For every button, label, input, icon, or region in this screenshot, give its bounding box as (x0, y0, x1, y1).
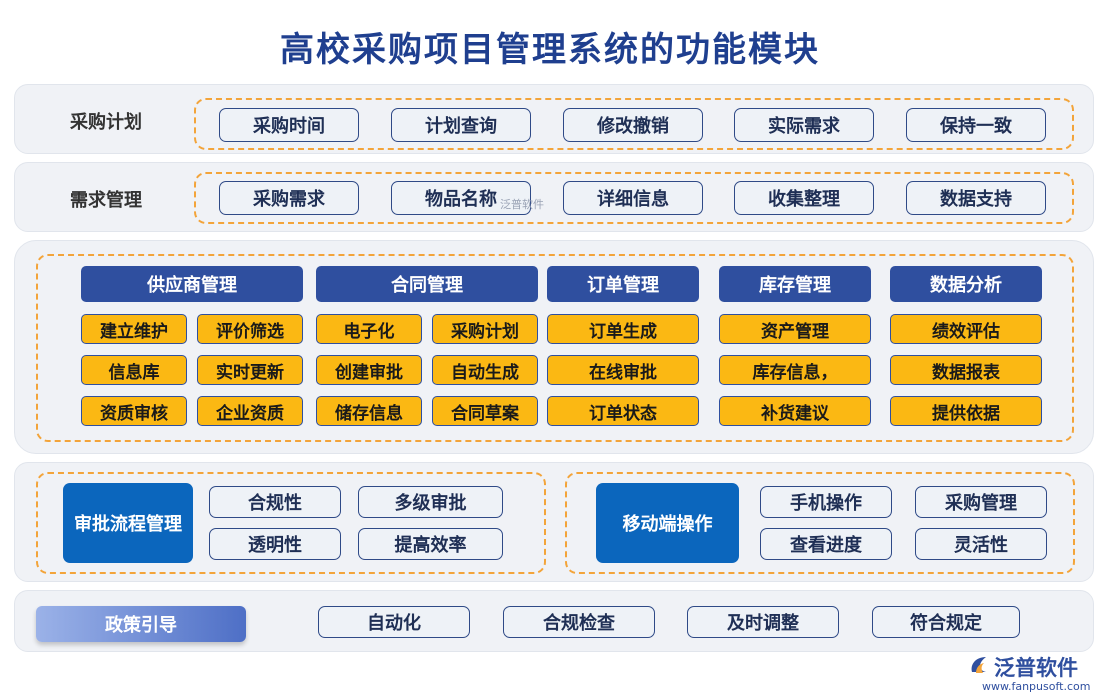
plan-frame (194, 98, 1074, 150)
demand-frame (194, 172, 1074, 224)
plan-item: 计划查询 (391, 108, 531, 142)
module-cell: 自动生成 (432, 355, 538, 385)
policy-item: 符合规定 (872, 606, 1020, 638)
approval-item: 合规性 (209, 486, 341, 518)
module-cell: 订单状态 (547, 396, 699, 426)
approval-frame (36, 472, 546, 574)
brand-logo-url: www.fanpusoft.com (982, 680, 1091, 693)
mobile-frame (565, 472, 1075, 574)
brand-logo-name: 泛普软件 (994, 656, 1078, 680)
module-cell: 资质审核 (81, 396, 187, 426)
plan-item: 修改撤销 (563, 108, 703, 142)
approval-label: 审批流程管理 (63, 483, 193, 563)
approval-item: 多级审批 (358, 486, 503, 518)
mobile-item: 手机操作 (760, 486, 892, 518)
policy-item: 及时调整 (687, 606, 839, 638)
module-head-supplier: 供应商管理 (81, 266, 303, 302)
demand-item: 详细信息 (563, 181, 703, 215)
module-cell: 采购计划 (432, 314, 538, 344)
module-cell: 实时更新 (197, 355, 303, 385)
module-head-inventory: 库存管理 (719, 266, 871, 302)
module-cell: 在线审批 (547, 355, 699, 385)
mobile-label: 移动端操作 (596, 483, 739, 563)
watermark: 泛普软件 (500, 198, 544, 211)
module-head-analysis: 数据分析 (890, 266, 1042, 302)
module-cell: 评价筛选 (197, 314, 303, 344)
demand-item: 收集整理 (734, 181, 874, 215)
plan-item: 采购时间 (219, 108, 359, 142)
demand-item: 物品名称 (391, 181, 531, 215)
module-cell: 创建审批 (316, 355, 422, 385)
demand-item: 采购需求 (219, 181, 359, 215)
mobile-item: 采购管理 (915, 486, 1047, 518)
module-cell: 数据报表 (890, 355, 1042, 385)
demand-item: 数据支持 (906, 181, 1046, 215)
approval-item: 提高效率 (358, 528, 503, 560)
module-cell: 储存信息 (316, 396, 422, 426)
module-cell: 信息库 (81, 355, 187, 385)
brand-logo-icon (971, 657, 986, 673)
module-cell: 合同草案 (432, 396, 538, 426)
policy-label: 政策引导 (36, 606, 246, 642)
module-cell: 库存信息， (719, 355, 871, 385)
approval-item: 透明性 (209, 528, 341, 560)
brand-logo: 泛普软件 www.fanpusoft.com (968, 652, 1092, 696)
module-cell: 企业资质 (197, 396, 303, 426)
module-head-contract: 合同管理 (316, 266, 538, 302)
module-cell: 电子化 (316, 314, 422, 344)
module-cell: 提供依据 (890, 396, 1042, 426)
policy-item: 自动化 (318, 606, 470, 638)
module-cell: 订单生成 (547, 314, 699, 344)
module-cell: 绩效评估 (890, 314, 1042, 344)
mobile-item: 灵活性 (915, 528, 1047, 560)
module-head-order: 订单管理 (547, 266, 699, 302)
page-title: 高校采购项目管理系统的功能模块 (280, 30, 820, 70)
module-cell: 建立维护 (81, 314, 187, 344)
modules-frame (36, 254, 1074, 442)
plan-item: 保持一致 (906, 108, 1046, 142)
policy-item: 合规检查 (503, 606, 655, 638)
module-cell: 资产管理 (719, 314, 871, 344)
plan-label: 采购计划 (70, 112, 142, 133)
workflow-panel (14, 462, 1094, 582)
demand-label: 需求管理 (70, 190, 142, 211)
module-cell: 补货建议 (719, 396, 871, 426)
mobile-item: 查看进度 (760, 528, 892, 560)
plan-item: 实际需求 (734, 108, 874, 142)
